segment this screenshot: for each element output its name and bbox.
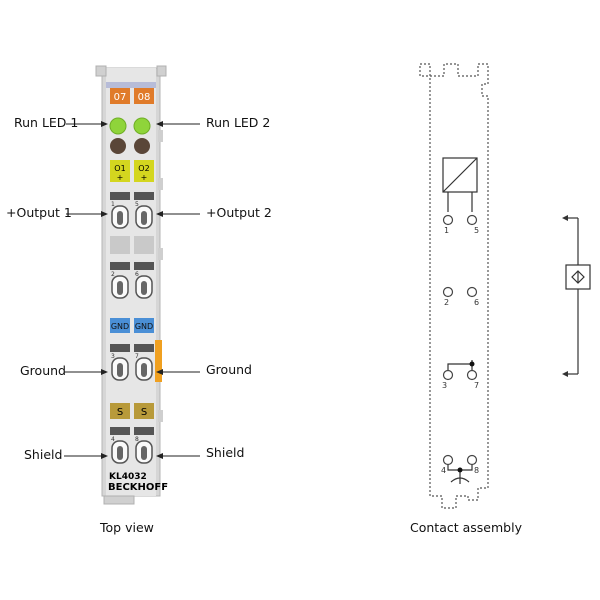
spring-clamp-right-2[interactable]: 6 bbox=[134, 262, 154, 299]
contact-number-2: 2 bbox=[444, 298, 449, 307]
release-tab bbox=[155, 340, 162, 382]
terminal-contact-number: 4 bbox=[111, 436, 115, 443]
spring-clamp-left-1[interactable]: 1 bbox=[110, 192, 130, 229]
contact-1 bbox=[442, 214, 454, 226]
model-number: KL4032 bbox=[109, 472, 147, 482]
run-led-1 bbox=[109, 117, 127, 135]
converter-symbol bbox=[442, 157, 478, 212]
terminal-contact-number: 8 bbox=[135, 436, 139, 443]
sensor-arrowheads bbox=[562, 215, 568, 377]
callout-lines bbox=[64, 123, 200, 457]
terminal-contact-number: 2 bbox=[111, 271, 115, 278]
callout-shield-left: Shield bbox=[24, 447, 63, 462]
blank-slot-1 bbox=[110, 236, 130, 254]
callout-output-1: +Output 1 bbox=[6, 205, 72, 220]
contact-number-5: 5 bbox=[474, 226, 479, 235]
caption-contact-assembly: Contact assembly bbox=[410, 520, 522, 535]
contact-6 bbox=[466, 286, 478, 298]
spring-clamp-right-1[interactable]: 5 bbox=[134, 192, 154, 229]
contact-2 bbox=[442, 286, 454, 298]
blank-slot-2 bbox=[134, 236, 154, 254]
callout-arrowheads bbox=[101, 121, 163, 459]
contact-number-6: 6 bbox=[474, 298, 479, 307]
callout-ground-left: Ground bbox=[20, 363, 66, 378]
channel-badge-07 bbox=[110, 88, 130, 104]
terminal-contact-number: 3 bbox=[111, 353, 115, 360]
contact-assembly-outline bbox=[419, 63, 489, 509]
channel-badges: 07 08 bbox=[110, 88, 154, 104]
output-sign-2: + bbox=[141, 173, 148, 182]
callout-shield-right: Shield bbox=[206, 445, 245, 460]
junction-dots bbox=[457, 361, 475, 473]
status-led-2 bbox=[134, 138, 150, 154]
contact-number-1: 1 bbox=[444, 226, 449, 235]
terminal-contact-number: 5 bbox=[135, 201, 139, 208]
channel-badge-08 bbox=[134, 88, 154, 104]
terminal-contact-number: 7 bbox=[135, 353, 139, 360]
contact-3 bbox=[442, 369, 454, 381]
gnd-label-1: GND bbox=[111, 322, 129, 331]
contact-number-3: 3 bbox=[442, 381, 447, 390]
spring-clamps: 1 5 2 6 3 7 4 8 bbox=[110, 192, 154, 464]
output-label-2: O2 bbox=[138, 164, 149, 173]
contact-number-4: 4 bbox=[441, 466, 446, 475]
channel-label-08: 08 bbox=[138, 92, 151, 103]
contact-4 bbox=[442, 454, 454, 466]
spring-clamp-left-3[interactable]: 3 bbox=[110, 344, 130, 381]
shield-label-1: S bbox=[117, 407, 123, 418]
callout-output-2: +Output 2 bbox=[206, 205, 272, 220]
gnd-badges: GND GND bbox=[110, 318, 154, 333]
gnd-badge-1 bbox=[110, 318, 130, 333]
shield-badges: S S bbox=[110, 403, 154, 419]
contact-8 bbox=[466, 454, 478, 466]
terminal-contact-number: 1 bbox=[111, 201, 115, 208]
callout-run-led-1: Run LED 1 bbox=[14, 115, 79, 130]
output-badge-2 bbox=[134, 160, 154, 182]
channel-label-07: 07 bbox=[114, 92, 127, 103]
gnd-label-2: GND bbox=[135, 322, 153, 331]
output-label-1: O1 bbox=[114, 164, 125, 173]
status-led-1 bbox=[110, 138, 126, 154]
callout-ground-right: Ground bbox=[206, 362, 252, 377]
brand-name: BECKHOFF bbox=[108, 482, 168, 493]
external-sensor-symbol bbox=[564, 217, 591, 375]
terminal-contact-number: 6 bbox=[135, 271, 139, 278]
caption-top-view: Top view bbox=[100, 520, 154, 535]
output-badges: O1 O2 + + bbox=[110, 160, 154, 182]
run-led-2 bbox=[133, 117, 151, 135]
spring-clamp-right-3[interactable]: 7 bbox=[134, 344, 154, 381]
contact-7 bbox=[466, 369, 478, 381]
contact-points bbox=[442, 214, 478, 466]
output-sign-1: + bbox=[117, 173, 124, 182]
contact-number-8: 8 bbox=[474, 466, 479, 475]
contact-numbers: 1 5 2 6 3 7 4 8 bbox=[441, 226, 479, 475]
gnd-badge-2 bbox=[134, 318, 154, 333]
contact-number-7: 7 bbox=[474, 381, 479, 390]
output-badge-1 bbox=[110, 160, 130, 182]
spring-clamp-left-2[interactable]: 2 bbox=[110, 262, 130, 299]
spring-clamp-left-4[interactable]: 4 bbox=[110, 427, 130, 464]
terminal-housing bbox=[95, 65, 167, 505]
shield-badge-1 bbox=[110, 403, 130, 419]
shield-label-2: S bbox=[141, 407, 147, 418]
callout-run-led-2: Run LED 2 bbox=[206, 115, 271, 130]
shield-badge-2 bbox=[134, 403, 154, 419]
spring-clamp-right-4[interactable]: 8 bbox=[134, 427, 154, 464]
contact-5 bbox=[466, 214, 478, 226]
